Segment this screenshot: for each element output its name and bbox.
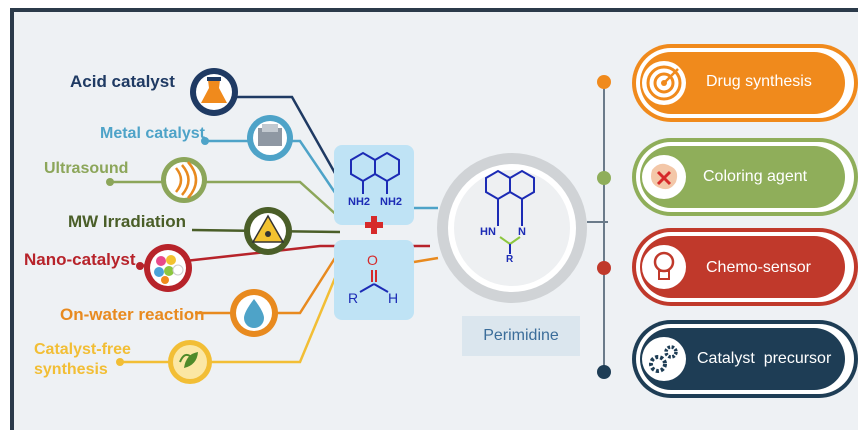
application-connectors [587, 75, 611, 379]
application-label-drug: Drug synthesis [706, 73, 812, 90]
acid-connector [214, 95, 342, 183]
method-label-ultrasound: Ultrasound [44, 160, 129, 177]
diamine-sub-left: NH2 [348, 196, 371, 208]
method-label-mw: MW Irradiation [68, 212, 187, 231]
application-coloring [632, 138, 858, 216]
application-drug [632, 44, 858, 122]
diamine-sub-right: NH2 [380, 196, 403, 208]
method-label-nano: Nano-catalyst [24, 250, 136, 269]
method-label-free: Catalyst-free synthesis [34, 341, 131, 378]
method-label-metal: Metal catalyst [100, 125, 205, 142]
lightbulb-icon [642, 245, 686, 289]
ultrasound-waves-icon [161, 157, 207, 203]
perimidine-label: Perimidine [462, 316, 580, 356]
aldehyde-r: R [348, 290, 359, 306]
gears-icon [642, 337, 686, 381]
metal-block-icon [247, 115, 293, 161]
application-precursor [632, 320, 858, 398]
perimidine-r: R [506, 254, 514, 265]
metal-connector [205, 139, 342, 201]
application-label-coloring: Coloring agent [703, 168, 808, 185]
perimidine-structure [437, 153, 587, 303]
radiation-icon [244, 207, 292, 255]
method-label-acid: Acid catalyst [70, 72, 175, 91]
aldehyde-oxygen: O [367, 252, 378, 268]
aldehyde-structure [334, 240, 414, 320]
plus-sign [365, 216, 383, 234]
aldehyde-h: H [388, 290, 399, 306]
water-drop-icon [230, 289, 278, 337]
nanoparticle-icon [144, 244, 192, 292]
perimidine-hn: HN [480, 226, 496, 238]
reactant-connectors [413, 206, 439, 264]
method-label-water: On-water reaction [60, 305, 205, 324]
leaf-icon [168, 340, 212, 384]
application-sensor [632, 228, 858, 306]
flask-icon [190, 68, 238, 116]
diamine-structure [334, 145, 414, 225]
method-dots [106, 137, 209, 366]
application-label-sensor: Chemo-sensor [706, 259, 811, 276]
perimidine-n: N [518, 226, 526, 238]
application-label-precursor: Catalyst precursor [697, 350, 832, 367]
